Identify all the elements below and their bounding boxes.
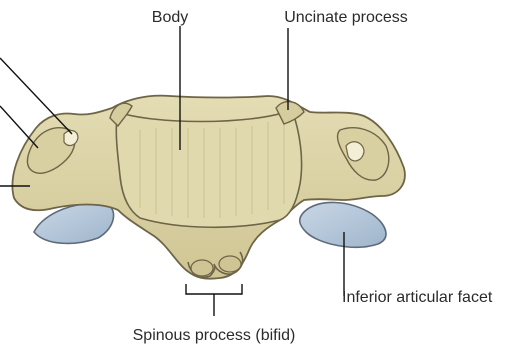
label-spinous-process: Spinous process (bifid) bbox=[133, 327, 296, 344]
transverse-foramen-right bbox=[346, 142, 364, 161]
spinous-tubercle-right bbox=[219, 256, 241, 272]
leader-offscreen-1 bbox=[0, 58, 72, 134]
label-inferior-articular-facet: Inferior articular facet bbox=[342, 289, 493, 306]
inferior-articular-facet-right bbox=[300, 202, 386, 247]
vertebral-body bbox=[116, 110, 301, 227]
label-uncinate-process: Uncinate process bbox=[284, 9, 408, 26]
leader-offscreen-2 bbox=[0, 106, 38, 148]
label-body: Body bbox=[152, 9, 188, 26]
bracket-spinous-process bbox=[186, 284, 242, 294]
spinous-tubercle-left bbox=[191, 260, 213, 276]
